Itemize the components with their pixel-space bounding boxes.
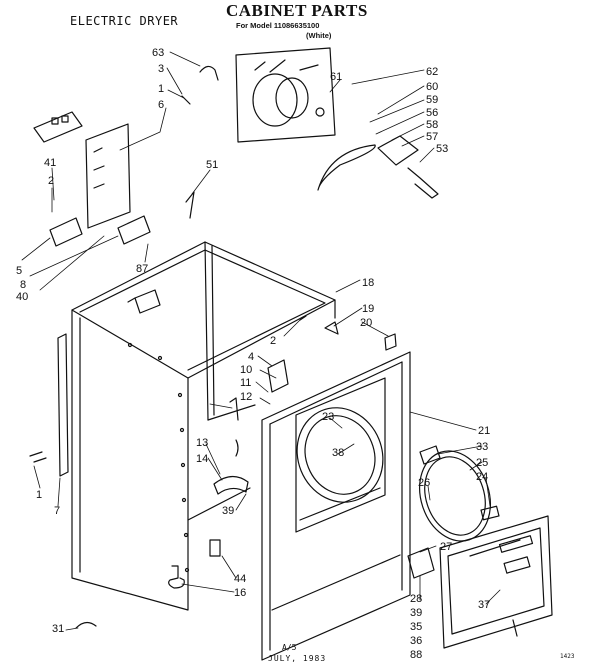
callout: 1 [158,83,164,95]
front-panel [261,351,411,661]
callout: 41 [44,157,56,169]
wire-63 [199,65,219,81]
callout: 23 [322,411,334,423]
callout: 20 [360,317,372,329]
callout: 40 [16,291,28,303]
callout: 8 [20,279,26,291]
callout: 2 [270,335,276,347]
callout: 58 [426,119,438,131]
callout: 12 [240,391,252,403]
latch-33 [419,445,441,465]
callout: 44 [234,573,246,585]
callout: 38 [332,447,344,459]
callout: 26 [418,477,430,489]
callout: 11 [240,377,251,389]
callout: 63 [152,47,164,59]
callout: 19 [362,303,374,315]
callout: 31 [52,623,64,635]
callout: 35 [410,621,422,633]
callout: 10 [240,364,252,376]
callout: 60 [426,81,438,93]
callout: 37 [478,599,490,611]
drive-belt [317,144,376,191]
callout: 5 [16,265,22,277]
callout: 53 [436,143,448,155]
model-number: For Model 11086635100 [236,21,320,30]
door-assembly [439,515,553,649]
idler-bracket [377,135,419,166]
lever-53 [407,167,439,199]
callout: 25 [476,457,488,469]
screw-2 [299,315,307,321]
bracket-5 [49,217,83,247]
screw-88 [512,619,518,637]
callout: 3 [158,63,164,75]
callout: 33 [476,441,488,453]
callout: 1 [36,489,42,501]
callout: 51 [206,159,218,171]
callout: 36 [410,635,422,647]
callout-labels: 63 3 1 6 41 2 5 8 40 87 51 62 60 59 56 5… [16,47,490,661]
callout: 27 [440,541,452,553]
color-note: (White) [306,31,332,40]
callout: 4 [248,351,254,363]
lamp-12 [229,397,239,421]
callout: 13 [196,437,208,449]
switch-bracket [267,359,289,393]
callout: 2 [48,175,54,187]
callout: 14 [196,453,208,465]
corner-clip [29,451,47,463]
callout: 57 [426,131,438,143]
callout: 59 [426,94,438,106]
callout: 28 [410,593,422,605]
sheet-code: 1423 [560,653,575,660]
thermostat-51 [185,191,195,219]
callout: 18 [362,277,374,289]
plug-44 [209,539,221,557]
callout: 61 [330,71,342,83]
leader-lines [21,51,501,631]
control-bracket [33,111,131,229]
lamp-assembly [213,475,249,495]
door-catch [480,505,500,521]
revision-mark: A/5 [282,643,297,652]
issue-date: JULY, 1983 [268,654,327,663]
callout: 7 [54,505,60,517]
document-label: ELECTRIC DRYER [70,14,179,28]
side-trim-strip [57,333,69,477]
clip-31 [75,621,97,629]
callout: 6 [158,99,164,111]
leveling-leg [168,565,185,589]
terminal-block [117,215,151,245]
callout: 87 [136,263,148,275]
motor-assembly [235,47,336,143]
callout: 62 [426,66,438,78]
clip-20 [384,333,397,351]
cabinet-wrapper [71,241,336,611]
callout: 39 [410,607,422,619]
callout: 56 [426,107,438,119]
callout: 24 [476,471,488,483]
callout: 16 [234,587,246,599]
hinge-28 [407,547,435,579]
clip-19 [324,321,339,335]
callout: 88 [410,649,422,661]
callout: 21 [478,425,490,437]
diagram-title: CABINET PARTS [226,1,368,20]
callout: 39 [222,505,234,517]
